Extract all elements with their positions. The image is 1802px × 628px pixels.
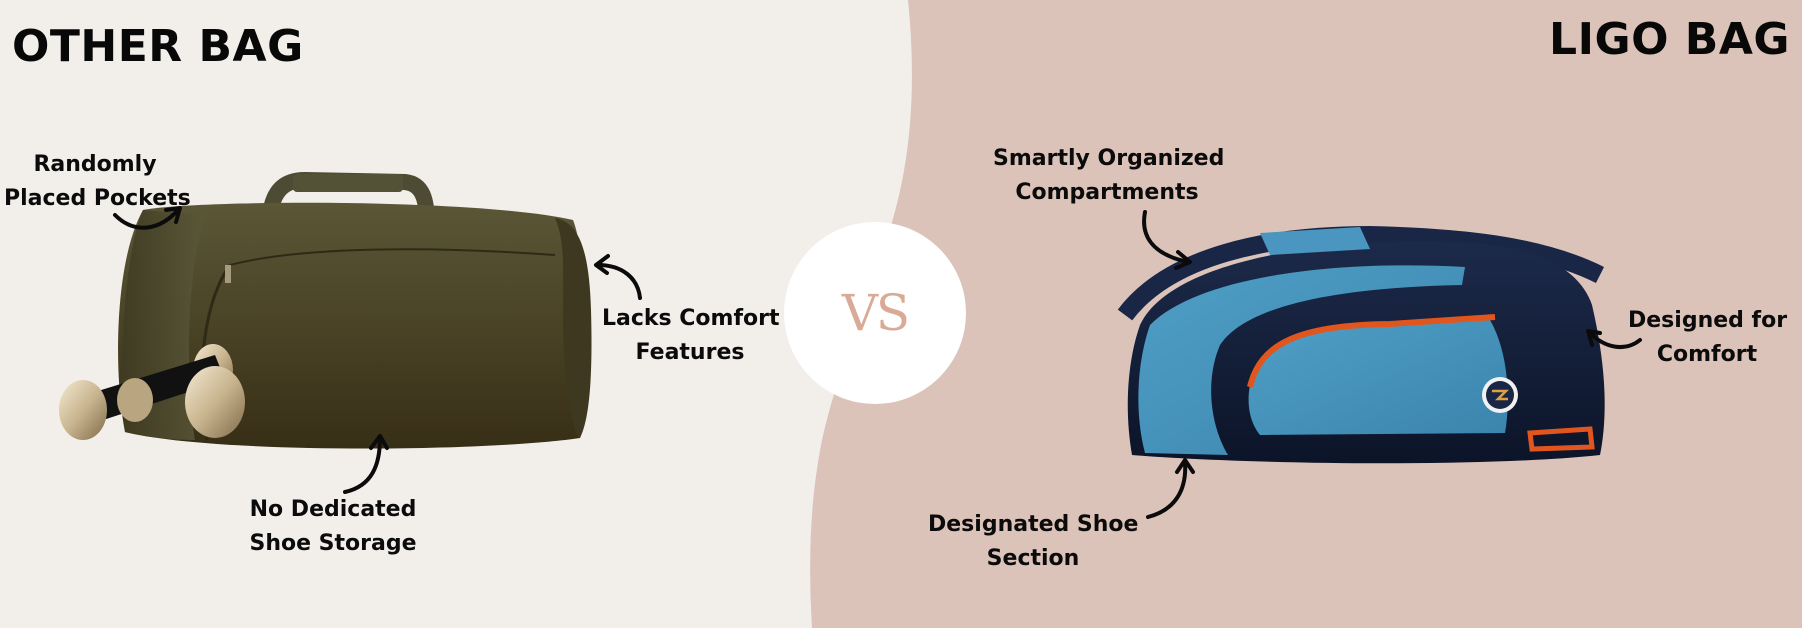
ligo-bag-title: LIGO BAG <box>1549 14 1790 65</box>
callout-line: Comfort <box>1656 342 1758 367</box>
callout-line: Shoe Storage <box>249 531 417 556</box>
vs-badge: VS <box>784 222 966 404</box>
ligo-bag-image <box>1117 225 1605 464</box>
callout-line: Features <box>635 340 745 365</box>
callout-designed-for-comfort: Designed for Comfort <box>1628 304 1788 372</box>
callout-line: Randomly <box>33 152 157 177</box>
callout-randomly-placed-pockets: Randomly Placed Pockets <box>4 148 191 216</box>
callout-smartly-organized-compartments: Smartly Organized Compartments <box>993 142 1225 210</box>
callout-line: Placed Pockets <box>4 186 191 211</box>
dumbbells <box>59 344 245 440</box>
other-bag-title: OTHER BAG <box>12 21 304 72</box>
callout-line: Designated Shoe <box>928 512 1139 537</box>
callout-line: Designed for <box>1628 308 1788 333</box>
callout-lacks-comfort-features: Lacks Comfort Features <box>602 302 780 370</box>
vs-label: VS <box>841 284 910 342</box>
callout-line: Lacks Comfort <box>602 306 780 331</box>
callout-designated-shoe-section: Designated Shoe Section <box>928 508 1138 576</box>
callout-line: Smartly Organized <box>993 146 1225 171</box>
other-bag-image <box>59 171 592 449</box>
callout-line: Section <box>986 546 1080 571</box>
callout-no-dedicated-shoe-storage: No Dedicated Shoe Storage <box>248 493 418 561</box>
callout-line: Compartments <box>1015 180 1199 205</box>
callout-line: No Dedicated <box>249 497 417 522</box>
